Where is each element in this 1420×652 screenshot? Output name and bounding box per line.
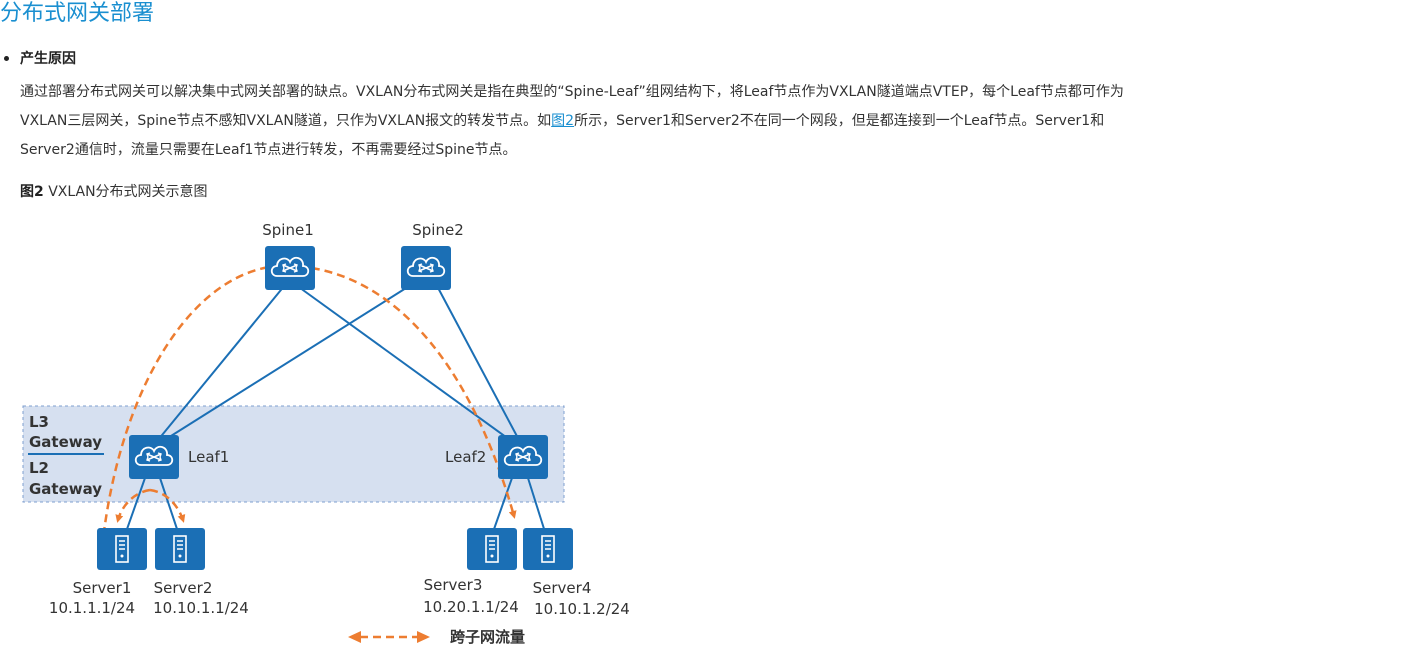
server2-name: Server2: [154, 579, 213, 597]
spine2-device: Spine2: [400, 221, 464, 291]
bullet-dot: [4, 56, 9, 61]
server1-name: Server1: [73, 579, 132, 597]
link-spine1-leaf1: [157, 284, 286, 441]
figure-2-link[interactable]: 图2: [551, 113, 575, 129]
server4-ip: 10.10.1.2/24: [534, 600, 630, 618]
link-leaf1-server1: [125, 477, 146, 533]
legend-label: 跨子网流量: [450, 628, 525, 646]
server1-device: Server1 10.1.1.1/24: [49, 527, 148, 617]
link-leaf1-server2: [159, 477, 179, 533]
gateway-band: [22, 405, 565, 503]
figure-caption-text: VXLAN分布式网关示意图: [43, 184, 208, 200]
legend-arrow-left: [348, 631, 361, 643]
description-paragraph: 通过部署分布式网关可以解决集中式网关部署的缺点。VXLAN分布式网关是指在典型的…: [20, 78, 1420, 165]
legend: 跨子网流量: [348, 628, 525, 646]
paragraph-line-1: 通过部署分布式网关可以解决集中式网关部署的缺点。VXLAN分布式网关是指在典型的…: [20, 84, 1124, 100]
leaf1-label: Leaf1: [188, 448, 229, 466]
figure-caption: 图2 VXLAN分布式网关示意图: [20, 183, 208, 201]
server3-device: Server3 10.20.1.1/24: [423, 527, 519, 616]
server4-device: Server4 10.10.1.2/24: [522, 527, 630, 618]
server1-ip: 10.1.1.1/24: [49, 599, 135, 617]
legend-arrow-right: [417, 631, 430, 643]
server3-name: Server3: [424, 576, 483, 594]
leaf2-label: Leaf2: [445, 448, 486, 466]
paragraph-line-2: VXLAN三层网关，Spine节点不感知VXLAN隧道，只作为VXLAN报文的转…: [20, 107, 1420, 136]
link-spine1-leaf2: [295, 284, 511, 441]
server2-ip: 10.10.1.1/24: [153, 599, 249, 617]
traffic-path-leaf1-server2: [149, 488, 186, 523]
vxlan-distributed-gateway-diagram: L3 Gateway L2 Gateway Spine1 Spine2 Leaf…: [22, 221, 630, 646]
network-links: [125, 282, 546, 533]
server3-ip: 10.20.1.1/24: [423, 598, 519, 616]
page-title: 分布式网关部署: [0, 1, 155, 26]
l3-label: L3: [29, 413, 49, 431]
link-spine2-leaf1: [162, 282, 415, 442]
link-leaf2-server3: [492, 477, 513, 533]
server4-name: Server4: [533, 579, 592, 597]
l2-label: L2: [29, 459, 49, 477]
paragraph-line-2a: VXLAN三层网关，Spine节点不感知VXLAN隧道，只作为VXLAN报文的转…: [20, 113, 552, 129]
paragraph-line-2b: 所示，Server1和Server2不在同一个网段，但是都连接到一个Leaf节点…: [574, 113, 1105, 129]
paragraph-line-3: Server2通信时，流量只需要在Leaf1节点进行转发，不再需要经过Spine…: [20, 142, 517, 158]
section-heading: 产生原因: [20, 51, 76, 67]
spine1-device: Spine1: [262, 221, 316, 291]
link-leaf2-server4: [527, 477, 546, 533]
l3-gateway-label: Gateway: [29, 433, 102, 451]
l2-gateway-label: Gateway: [29, 480, 102, 498]
server2-device: Server2 10.10.1.1/24: [153, 527, 249, 617]
link-spine2-leaf2: [435, 283, 520, 441]
traffic-path-leaf1-server1: [115, 488, 151, 523]
figure-caption-label: 图2: [20, 184, 44, 200]
spine1-label: Spine1: [262, 221, 314, 239]
leaf2-device: Leaf2: [445, 434, 549, 480]
spine2-label: Spine2: [412, 221, 464, 239]
leaf1-device: Leaf1: [128, 434, 229, 480]
